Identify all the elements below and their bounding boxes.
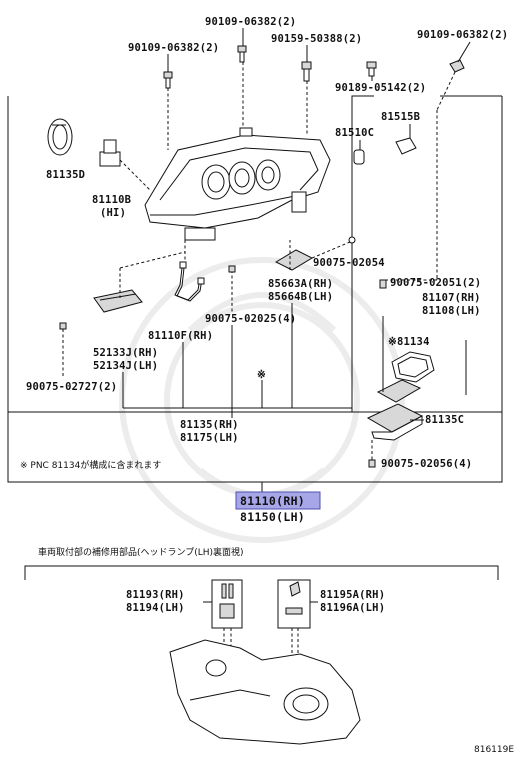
label-81510c: 81510C [335,127,374,139]
label-81196a: 81196A(LH) [320,602,385,614]
wire-harness-81110f[interactable] [174,261,205,302]
label-90075-02727: 90075-02727(2) [26,381,117,393]
label-81135c: 81135C [425,414,464,426]
label-81110f: 81110F(RH) [148,330,213,342]
figure-id: 816119E [474,745,514,755]
screw-90159-50388[interactable] [301,61,312,82]
screw-90109-06382-right[interactable] [449,59,465,73]
asterisk-mark: ※ [257,369,266,381]
screw-90075-02051[interactable] [379,279,387,289]
label-81515b: 81515B [381,111,420,123]
screw-90075-02056[interactable] [368,459,376,468]
bracket-85663a[interactable] [274,236,356,271]
label-85663a: 85663A(RH) [268,278,333,290]
label-90075-02025: 90075-02025(4) [205,313,296,325]
label-90109-06382-left: 90109-06382(2) [128,42,219,54]
gasket-81134[interactable] [391,351,435,383]
label-81135d: 81135D [46,169,85,181]
screw-90189-05142[interactable] [366,61,377,77]
label-81135: 81135(RH) [180,419,239,431]
actuator-52133j[interactable] [93,289,143,313]
label-90109-06382-top: 90109-06382(2) [205,16,296,28]
label-81175: 81175(LH) [180,432,239,444]
headlamp-housing[interactable] [144,127,331,241]
module-81107[interactable] [376,316,422,403]
label-52134j: 52134J(LH) [93,360,158,372]
label-90075-02056: 90075-02056(4) [381,458,472,470]
label-81150: 81150(LH) [240,510,305,524]
screw-90075-02025[interactable] [228,265,236,273]
label-81110b-hi: (HI) [100,207,126,219]
label-81134: ※81134 [388,336,430,348]
note-pnc-81134: ※ PNC 81134が構成に含まれます [20,459,161,471]
label-81194: 81194(LH) [126,602,185,614]
label-81195a: 81195A(RH) [320,589,385,601]
label-81110b: 81110B [92,194,131,206]
bulb-81110b[interactable] [99,139,151,191]
screw-90075-02727[interactable] [59,322,67,330]
label-90109-06382-right: 90109-06382(2) [417,29,508,41]
label-90189-05142: 90189-05142(2) [335,82,426,94]
lower-section-bracket [24,565,499,580]
bulb-81510c[interactable] [353,149,365,165]
label-81108: 81108(LH) [422,305,481,317]
label-90159-50388: 90159-50388(2) [271,33,362,45]
bracket-kit-81193[interactable] [211,579,243,660]
socket-81515b[interactable] [395,124,417,155]
lower-section-title: 車両取付部の補修用部品(ヘッドランプ(LH)裏面視) [38,546,244,558]
cover-81135d[interactable] [47,118,73,156]
label-52133j: 52133J(RH) [93,347,158,359]
label-81110: 81110(RH) [240,494,305,508]
screw-90109-06382-top[interactable] [237,45,247,63]
label-90075-02054: 90075-02054 [313,257,385,269]
screw-90109-06382-left[interactable] [163,71,173,89]
ballast-81135c[interactable] [366,403,424,441]
bracket-kit-81195a[interactable] [277,579,311,660]
label-85664b: 85664B(LH) [268,291,333,303]
label-81107: 81107(RH) [422,292,481,304]
label-81193: 81193(RH) [126,589,185,601]
label-90075-02051: 90075-02051(2) [390,277,481,289]
headlamp-back-view[interactable] [169,639,361,745]
highlight-81110[interactable] [235,491,321,510]
